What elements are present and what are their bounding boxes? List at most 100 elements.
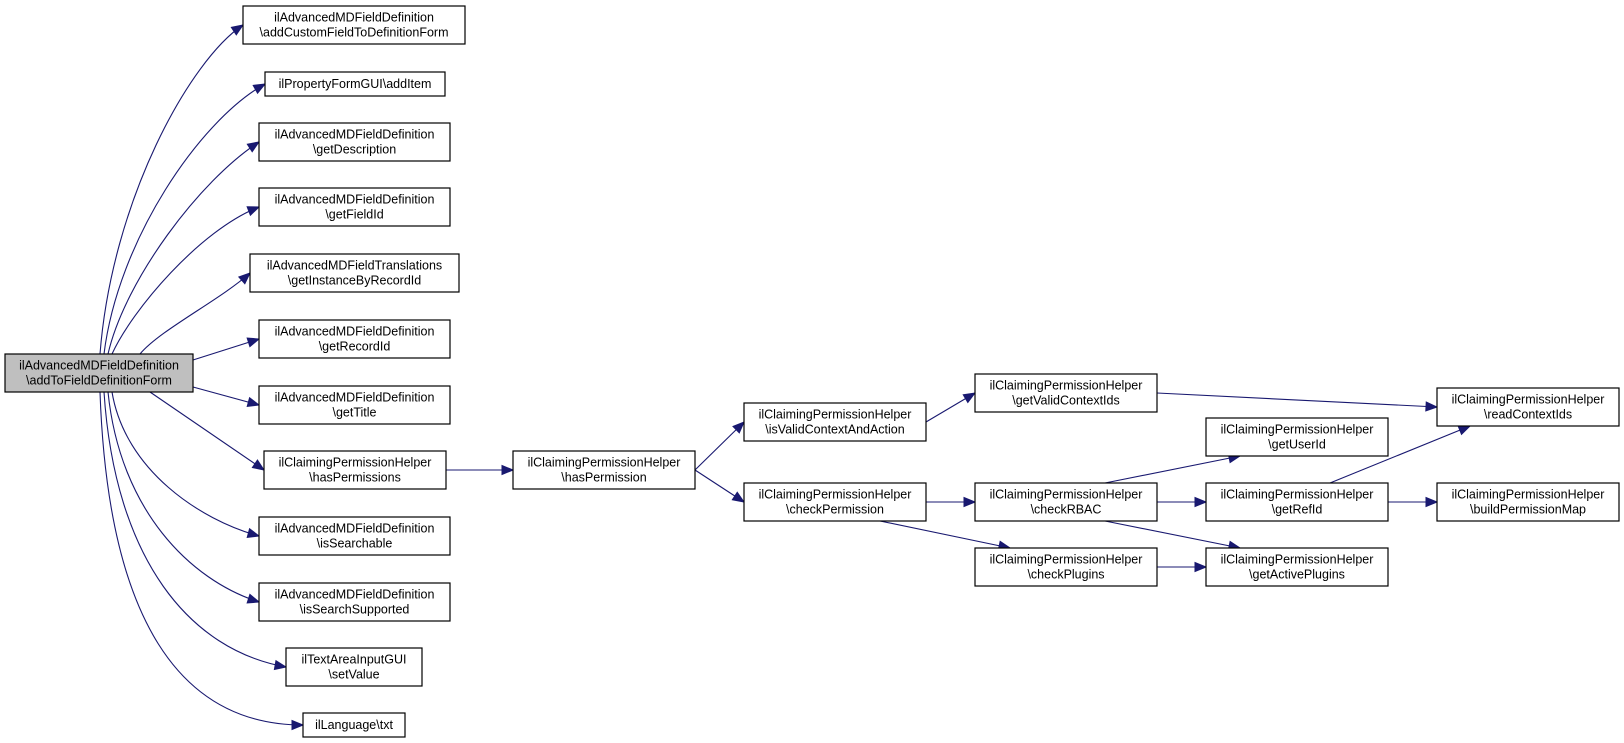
edge-p1-to-p3	[694, 469, 746, 503]
node-n5[interactable]: ilAdvancedMDFieldTranslations\getInstanc…	[249, 253, 460, 293]
edge-p3-to-p5	[926, 496, 977, 508]
edge-p8-to-p11	[1388, 496, 1439, 508]
edge-root-to-n3	[107, 141, 261, 355]
node-label: ilClaimingPermissionHelper	[279, 456, 432, 470]
node-label: ilAdvancedMDFieldDefinition	[275, 128, 435, 142]
node-label: ilClaimingPermissionHelper	[990, 553, 1143, 567]
node-box[interactable]	[743, 402, 927, 442]
node-label: ilAdvancedMDFieldDefinition	[275, 391, 435, 405]
node-box[interactable]	[512, 450, 696, 490]
node-box[interactable]	[249, 253, 460, 293]
node-n8[interactable]: ilClaimingPermissionHelper\hasPermission…	[263, 450, 447, 490]
edge-p5-to-p7	[1104, 453, 1242, 484]
node-p1[interactable]: ilClaimingPermissionHelper\hasPermission	[512, 450, 696, 490]
edge-p1-to-p2	[694, 421, 745, 471]
node-box[interactable]	[258, 385, 451, 425]
node-box[interactable]	[242, 5, 466, 45]
node-box[interactable]	[264, 71, 446, 97]
node-p3[interactable]: ilClaimingPermissionHelper\checkPermissi…	[743, 482, 927, 522]
node-n2[interactable]: ilPropertyFormGUI\addItem	[264, 71, 446, 97]
node-box[interactable]	[263, 450, 447, 490]
node-label: ilClaimingPermissionHelper	[1221, 488, 1374, 502]
edge-root-to-n9	[111, 391, 261, 539]
node-label: ilAdvancedMDFieldDefinition	[275, 588, 435, 602]
node-n9[interactable]: ilAdvancedMDFieldDefinition\isSearchable	[258, 516, 451, 556]
node-box[interactable]	[285, 647, 423, 687]
node-label: \hasPermissions	[309, 471, 401, 485]
edge-p3-to-p6	[879, 520, 1012, 551]
node-label: ilLanguage\txt	[315, 718, 393, 732]
node-label: ilClaimingPermissionHelper	[759, 488, 912, 502]
node-label: \getInstanceByRecordId	[288, 274, 421, 288]
edge-root-to-n5	[139, 272, 251, 355]
node-n12[interactable]: ilLanguage\txt	[302, 712, 406, 738]
node-label: \getUserId	[1268, 438, 1326, 452]
node-box[interactable]	[974, 482, 1158, 522]
node-box[interactable]	[258, 319, 451, 359]
node-p10[interactable]: ilClaimingPermissionHelper\readContextId…	[1436, 387, 1620, 427]
node-label: ilPropertyFormGUI\addItem	[279, 77, 432, 91]
edge-p4-to-p10	[1156, 392, 1439, 412]
node-box[interactable]	[1436, 387, 1620, 427]
node-p7[interactable]: ilClaimingPermissionHelper\getUserId	[1205, 417, 1389, 457]
node-label: ilClaimingPermissionHelper	[990, 488, 1143, 502]
node-label: ilAdvancedMDFieldDefinition	[19, 359, 179, 373]
node-n7[interactable]: ilAdvancedMDFieldDefinition\getTitle	[258, 385, 451, 425]
node-box[interactable]	[974, 547, 1158, 587]
node-box[interactable]	[258, 187, 451, 227]
node-box[interactable]	[258, 122, 451, 162]
node-label: \getRecordId	[319, 340, 391, 354]
node-label: ilClaimingPermissionHelper	[990, 379, 1143, 393]
node-label: \setValue	[328, 668, 379, 682]
node-p9[interactable]: ilClaimingPermissionHelper\getActivePlug…	[1205, 547, 1389, 587]
node-box[interactable]	[4, 353, 194, 393]
node-box[interactable]	[1436, 482, 1620, 522]
node-label: ilTextAreaInputGUI	[302, 653, 407, 667]
nodes-layer: ilAdvancedMDFieldDefinition\addToFieldDe…	[4, 5, 1620, 738]
node-label: ilClaimingPermissionHelper	[1221, 553, 1374, 567]
node-label: ilAdvancedMDFieldDefinition	[274, 11, 434, 25]
node-label: ilClaimingPermissionHelper	[1452, 488, 1605, 502]
node-label: ilClaimingPermissionHelper	[528, 456, 681, 470]
node-box[interactable]	[743, 482, 927, 522]
node-box[interactable]	[1205, 547, 1389, 587]
edge-root-to-n6	[192, 337, 261, 361]
node-n4[interactable]: ilAdvancedMDFieldDefinition\getFieldId	[258, 187, 451, 227]
edge-root-to-n2	[103, 83, 267, 355]
edge-root-to-n1	[99, 24, 245, 355]
node-label: ilAdvancedMDFieldDefinition	[275, 522, 435, 536]
node-root[interactable]: ilAdvancedMDFieldDefinition\addToFieldDe…	[4, 353, 194, 393]
node-p6[interactable]: ilClaimingPermissionHelper\checkPlugins	[974, 547, 1158, 587]
node-label: ilAdvancedMDFieldDefinition	[275, 193, 435, 207]
node-label: \readContextIds	[1484, 408, 1572, 422]
node-n10[interactable]: ilAdvancedMDFieldDefinition\isSearchSupp…	[258, 582, 451, 622]
node-label: \checkRBAC	[1031, 503, 1102, 517]
edge-root-to-n7	[192, 386, 261, 408]
node-p4[interactable]: ilClaimingPermissionHelper\getValidConte…	[974, 373, 1158, 413]
node-p8[interactable]: ilClaimingPermissionHelper\getRefId	[1205, 482, 1389, 522]
node-p5[interactable]: ilClaimingPermissionHelper\checkRBAC	[974, 482, 1158, 522]
node-box[interactable]	[1205, 417, 1389, 457]
node-p11[interactable]: ilClaimingPermissionHelper\buildPermissi…	[1436, 482, 1620, 522]
node-box[interactable]	[302, 712, 406, 738]
node-n6[interactable]: ilAdvancedMDFieldDefinition\getRecordId	[258, 319, 451, 359]
node-label: ilClaimingPermissionHelper	[1452, 393, 1605, 407]
node-n11[interactable]: ilTextAreaInputGUI\setValue	[285, 647, 423, 687]
node-label: \isSearchable	[317, 537, 393, 551]
edge-root-to-n10	[107, 391, 261, 604]
node-label: \hasPermission	[561, 471, 646, 485]
edge-root-to-n12	[99, 391, 305, 731]
node-box[interactable]	[974, 373, 1158, 413]
node-box[interactable]	[1205, 482, 1389, 522]
node-label: \addToFieldDefinitionForm	[26, 374, 172, 388]
node-label: ilAdvancedMDFieldDefinition	[275, 325, 435, 339]
edge-p5-to-p9	[1104, 520, 1242, 551]
edge-root-to-n11	[103, 391, 288, 671]
node-box[interactable]	[258, 516, 451, 556]
node-label: \isSearchSupported	[300, 603, 410, 617]
node-n1[interactable]: ilAdvancedMDFieldDefinition\addCustomFie…	[242, 5, 466, 45]
node-box[interactable]	[258, 582, 451, 622]
node-n3[interactable]: ilAdvancedMDFieldDefinition\getDescripti…	[258, 122, 451, 162]
node-p2[interactable]: ilClaimingPermissionHelper\isValidContex…	[743, 402, 927, 442]
